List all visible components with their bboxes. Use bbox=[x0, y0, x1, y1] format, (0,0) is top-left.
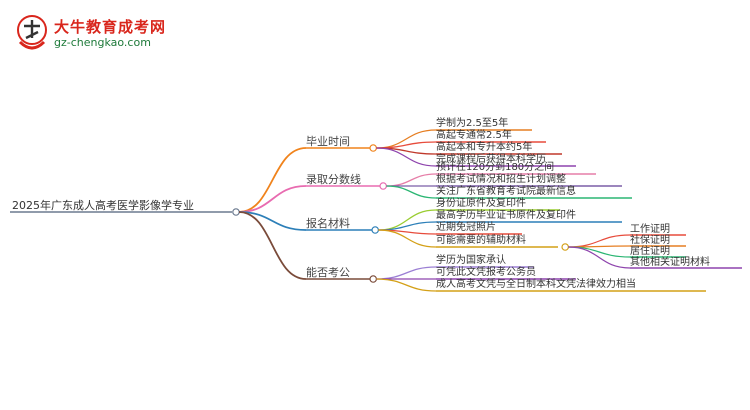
leaf-label-3-0: 学历为国家承认 bbox=[436, 255, 506, 266]
branch-link-1 bbox=[238, 185, 307, 213]
leaf-label-2-0: 身份证原件及复印件 bbox=[436, 198, 526, 209]
leaf-label-0-0: 学制为2.5至5年 bbox=[436, 118, 509, 129]
leaf-label-1-1: 根据考试情况和招生计划调整 bbox=[436, 174, 566, 185]
leaf-label-2-2: 近期免冠照片 bbox=[436, 222, 496, 233]
subbranch-dot-2-3 bbox=[561, 243, 570, 251]
leaf-label-0-1: 高起专通常2.5年 bbox=[436, 130, 512, 141]
branch-dot-0 bbox=[369, 144, 378, 152]
branch-label-2: 报名材料 bbox=[306, 217, 350, 230]
leaf-link-0-3 bbox=[376, 147, 437, 167]
branch-label-1: 录取分数线 bbox=[306, 173, 361, 186]
leaf-label-0-2: 高起本和专升本约5年 bbox=[436, 142, 533, 153]
branch-link-2 bbox=[238, 211, 307, 231]
leaf-link-3-0 bbox=[376, 266, 437, 280]
leaf-label-0-3: 完成课程后获得本科学历 bbox=[436, 154, 546, 165]
branch-label-0: 毕业时间 bbox=[306, 135, 350, 148]
subleaf-label-1: 社保证明 bbox=[630, 235, 670, 246]
leaf-link-2-3 bbox=[378, 229, 437, 248]
subleaf-link-0 bbox=[568, 234, 631, 248]
logo-title: 大牛教育成考网 bbox=[54, 18, 167, 36]
subleaf-label-2: 居住证明 bbox=[630, 246, 670, 257]
leaf-link-1-0 bbox=[386, 173, 437, 187]
leaf-link-3-2 bbox=[376, 278, 437, 292]
leaf-label-3-1: 可凭此文凭报考公务员 bbox=[436, 267, 536, 278]
subleaf-label-0: 工作证明 bbox=[630, 224, 670, 235]
subleaf-label-3: 其他相关证明材料 bbox=[630, 257, 710, 268]
leaf-label-3-2: 成人高考文凭与全日制本科文凭法律效力相当 bbox=[436, 279, 636, 290]
subleaf-link-2 bbox=[568, 246, 631, 258]
branch-link-3 bbox=[238, 211, 307, 280]
logo-url: gz-chengkao.com bbox=[54, 36, 151, 49]
subleaf-link-3 bbox=[568, 246, 631, 269]
root-node: 2025年广东成人高考医学影像学专业 bbox=[12, 199, 194, 212]
branch-label-3: 能否考公 bbox=[306, 266, 350, 279]
leaf-link-0-1 bbox=[376, 141, 437, 149]
leaf-label-2-3: 可能需要的辅助材料 bbox=[436, 235, 526, 246]
root-connector-dot bbox=[232, 208, 240, 216]
logo-mascot-icon bbox=[17, 15, 47, 50]
leaf-label-1-0: 预计在120分到180分之间 bbox=[436, 162, 555, 173]
leaf-link-1-2 bbox=[386, 185, 437, 199]
branch-dot-1 bbox=[379, 182, 388, 190]
leaf-link-2-0 bbox=[378, 209, 437, 231]
leaf-label-1-2: 关注广东省教育考试院最新信息 bbox=[436, 186, 576, 197]
site-logo: 大牛教育成考网 gz-chengkao.com bbox=[14, 12, 184, 56]
branch-dot-2 bbox=[371, 226, 380, 234]
leaf-label-2-1: 最高学历毕业证书原件及复印件 bbox=[436, 210, 576, 221]
branch-dot-3 bbox=[369, 275, 378, 283]
branch-link-0 bbox=[238, 147, 307, 213]
